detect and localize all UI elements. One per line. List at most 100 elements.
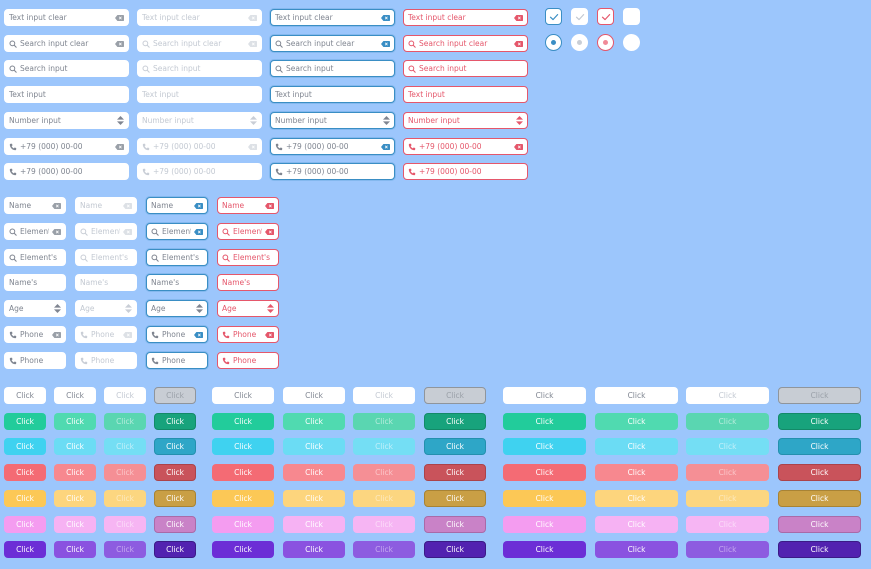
79-000-00-00-input-default[interactable]: +79 (000) 00-00 xyxy=(4,138,129,155)
purple-button-normal[interactable]: Click xyxy=(4,541,46,558)
green-button-active[interactable]: Click xyxy=(154,413,196,430)
pink-button-active[interactable]: Click xyxy=(424,516,486,533)
yellow-button-active[interactable]: Click xyxy=(778,490,861,507)
clear-icon[interactable] xyxy=(514,14,523,21)
search-input-clear-input-focused[interactable]: Search input clear xyxy=(270,35,395,52)
stepper-arrows-icon[interactable] xyxy=(383,116,390,125)
search-input-clear-input-error[interactable]: Search input clear xyxy=(403,35,528,52)
purple-button-hover[interactable]: Click xyxy=(54,541,96,558)
checkbox-empty[interactable] xyxy=(623,8,640,25)
cyan-button-normal[interactable]: Click xyxy=(212,438,274,455)
yellow-button-active[interactable]: Click xyxy=(424,490,486,507)
name-s-input-error[interactable]: Name's xyxy=(217,274,279,291)
green-button-normal[interactable]: Click xyxy=(4,413,46,430)
red-button-normal[interactable]: Click xyxy=(4,464,46,481)
phone-input-default[interactable]: Phone xyxy=(4,326,66,343)
pink-button-normal[interactable]: Click xyxy=(212,516,274,533)
phone-input-focused[interactable]: Phone xyxy=(146,326,208,343)
white-button-active[interactable]: Click xyxy=(778,387,861,404)
yellow-button-hover[interactable]: Click xyxy=(595,490,678,507)
green-button-hover[interactable]: Click xyxy=(595,413,678,430)
clear-icon[interactable] xyxy=(381,40,390,47)
green-button-active[interactable]: Click xyxy=(424,413,486,430)
checkbox-default[interactable] xyxy=(545,8,562,25)
purple-button-active[interactable]: Click xyxy=(778,541,861,558)
cyan-button-hover[interactable]: Click xyxy=(283,438,345,455)
white-button-normal[interactable]: Click xyxy=(4,387,46,404)
radio-empty[interactable] xyxy=(623,34,640,51)
clear-icon[interactable] xyxy=(194,202,203,209)
pink-button-hover[interactable]: Click xyxy=(595,516,678,533)
search-input-input-focused[interactable]: Search input xyxy=(270,60,395,77)
clear-icon[interactable] xyxy=(514,40,523,47)
pink-button-active[interactable]: Click xyxy=(778,516,861,533)
text-input-clear-input-default[interactable]: Text input clear xyxy=(4,9,129,26)
yellow-button-hover[interactable]: Click xyxy=(54,490,96,507)
clear-icon[interactable] xyxy=(194,228,203,235)
text-input-input-error[interactable]: Text input xyxy=(403,86,528,103)
name-s-input-default[interactable]: Name's xyxy=(4,274,66,291)
red-button-normal[interactable]: Click xyxy=(503,464,586,481)
name-input-focused[interactable]: Name xyxy=(146,197,208,214)
clear-icon[interactable] xyxy=(52,331,61,338)
purple-button-hover[interactable]: Click xyxy=(283,541,345,558)
text-input-input-focused[interactable]: Text input xyxy=(270,86,395,103)
text-input-clear-input-error[interactable]: Text input clear xyxy=(403,9,528,26)
cyan-button-hover[interactable]: Click xyxy=(595,438,678,455)
yellow-button-active[interactable]: Click xyxy=(154,490,196,507)
cyan-button-active[interactable]: Click xyxy=(778,438,861,455)
number-input-input-error[interactable]: Number input xyxy=(403,112,528,129)
79-000-00-00-input-focused[interactable]: +79 (000) 00-00 xyxy=(270,138,395,155)
name-input-error[interactable]: Name xyxy=(217,197,279,214)
clear-icon[interactable] xyxy=(115,40,124,47)
79-000-00-00-input-error[interactable]: +79 (000) 00-00 xyxy=(403,163,528,180)
number-input-input-focused[interactable]: Number input xyxy=(270,112,395,129)
name-input-default[interactable]: Name xyxy=(4,197,66,214)
element-input-default[interactable]: Element xyxy=(4,223,66,240)
element-s-input-default[interactable]: Element's xyxy=(4,249,66,266)
red-button-active[interactable]: Click xyxy=(778,464,861,481)
79-000-00-00-input-focused[interactable]: +79 (000) 00-00 xyxy=(270,163,395,180)
clear-icon[interactable] xyxy=(265,228,274,235)
checkbox-error[interactable] xyxy=(597,8,614,25)
search-input-clear-input-default[interactable]: Search input clear xyxy=(4,35,129,52)
red-button-hover[interactable]: Click xyxy=(283,464,345,481)
purple-button-active[interactable]: Click xyxy=(424,541,486,558)
age-input-default[interactable]: Age xyxy=(4,300,66,317)
purple-button-normal[interactable]: Click xyxy=(503,541,586,558)
name-s-input-focused[interactable]: Name's xyxy=(146,274,208,291)
age-input-error[interactable]: Age xyxy=(217,300,279,317)
phone-input-default[interactable]: Phone xyxy=(4,352,66,369)
pink-button-normal[interactable]: Click xyxy=(4,516,46,533)
search-input-input-default[interactable]: Search input xyxy=(4,60,129,77)
yellow-button-hover[interactable]: Click xyxy=(283,490,345,507)
white-button-normal[interactable]: Click xyxy=(212,387,274,404)
clear-icon[interactable] xyxy=(52,228,61,235)
red-button-normal[interactable]: Click xyxy=(212,464,274,481)
age-input-focused[interactable]: Age xyxy=(146,300,208,317)
text-input-input-default[interactable]: Text input xyxy=(4,86,129,103)
phone-input-error[interactable]: Phone xyxy=(217,326,279,343)
79-000-00-00-input-error[interactable]: +79 (000) 00-00 xyxy=(403,138,528,155)
search-input-input-error[interactable]: Search input xyxy=(403,60,528,77)
green-button-active[interactable]: Click xyxy=(778,413,861,430)
clear-icon[interactable] xyxy=(381,143,390,150)
purple-button-normal[interactable]: Click xyxy=(212,541,274,558)
white-button-hover[interactable]: Click xyxy=(54,387,96,404)
element-input-focused[interactable]: Element xyxy=(146,223,208,240)
white-button-hover[interactable]: Click xyxy=(283,387,345,404)
stepper-arrows-icon[interactable] xyxy=(117,116,124,125)
cyan-button-normal[interactable]: Click xyxy=(4,438,46,455)
yellow-button-normal[interactable]: Click xyxy=(212,490,274,507)
white-button-active[interactable]: Click xyxy=(154,387,196,404)
clear-icon[interactable] xyxy=(514,143,523,150)
pink-button-active[interactable]: Click xyxy=(154,516,196,533)
phone-input-focused[interactable]: Phone xyxy=(146,352,208,369)
cyan-button-hover[interactable]: Click xyxy=(54,438,96,455)
clear-icon[interactable] xyxy=(265,331,274,338)
yellow-button-normal[interactable]: Click xyxy=(4,490,46,507)
green-button-normal[interactable]: Click xyxy=(503,413,586,430)
cyan-button-normal[interactable]: Click xyxy=(503,438,586,455)
red-button-hover[interactable]: Click xyxy=(54,464,96,481)
clear-icon[interactable] xyxy=(115,14,124,21)
